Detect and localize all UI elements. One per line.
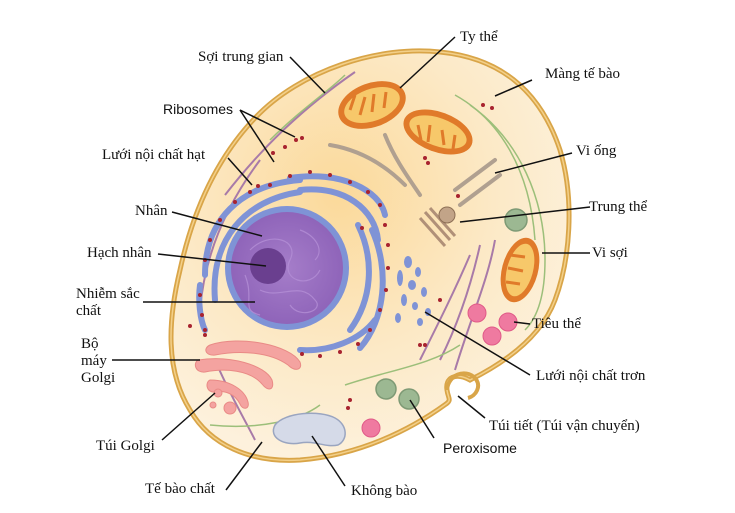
label-chromatin-line2: chất — [76, 303, 101, 319]
label-microtubule: Vi ống — [576, 143, 617, 159]
label-smooth-er: Lưới nội chất trơn — [536, 368, 646, 384]
leader-lines — [112, 36, 591, 491]
microtubules — [328, 133, 502, 207]
label-mitochondria: Ty thể — [460, 29, 498, 45]
label-nucleus: Nhân — [135, 203, 168, 219]
label-cell-membrane: Màng tế bào — [545, 66, 620, 82]
lysosome — [467, 303, 487, 323]
vacuole — [272, 412, 346, 447]
golgi-apparatus — [194, 340, 302, 415]
label-lysosome: Tiêu thể — [532, 316, 582, 332]
label-chromatin-line1: Nhiễm sắc — [76, 286, 140, 302]
mitochondrion-3 — [500, 237, 540, 303]
label-golgi-line2: máy — [81, 353, 107, 369]
golgi-vesicle — [209, 401, 217, 409]
peroxisome — [398, 388, 420, 410]
label-intermediate-filament: Sợi trung gian — [198, 49, 284, 65]
peroxisome — [375, 378, 397, 400]
lysosome — [361, 418, 381, 438]
nucleolus — [250, 248, 286, 284]
centrosome — [418, 206, 457, 247]
free-ribosomes — [188, 103, 494, 410]
label-vacuole: Không bào — [351, 483, 418, 499]
label-secretory-vesicle: Túi tiết (Túi vận chuyển) — [489, 418, 640, 434]
secretory-vesicle — [445, 371, 480, 400]
label-centrosome: Trung thể — [589, 199, 648, 215]
label-rough-er: Lưới nội chất hạt — [102, 147, 206, 163]
label-golgi-line3: Golgi — [81, 370, 116, 386]
label-peroxisome: Peroxisome — [443, 440, 517, 456]
label-golgi-vesicle: Túi Golgi — [96, 438, 155, 454]
golgi-vesicle — [213, 388, 223, 398]
microfilaments — [209, 74, 546, 428]
label-nucleolus: Hạch nhân — [87, 245, 152, 261]
label-ribosomes: Ribosomes — [163, 101, 234, 117]
mitochondrion-2 — [403, 109, 473, 155]
rough-er — [196, 173, 388, 354]
peroxisome — [504, 208, 528, 232]
smooth-er — [395, 256, 431, 326]
label-cytoplasm: Tế bào chất — [145, 481, 215, 497]
lysosome — [482, 326, 502, 346]
mitochondrion-1 — [338, 81, 406, 129]
golgi-vesicle — [223, 401, 237, 415]
nucleus — [225, 206, 349, 330]
label-microfilament: Vi sợi — [592, 245, 628, 261]
label-golgi-line1: Bộ — [81, 336, 99, 352]
rough-er-ribosomes — [198, 170, 390, 358]
